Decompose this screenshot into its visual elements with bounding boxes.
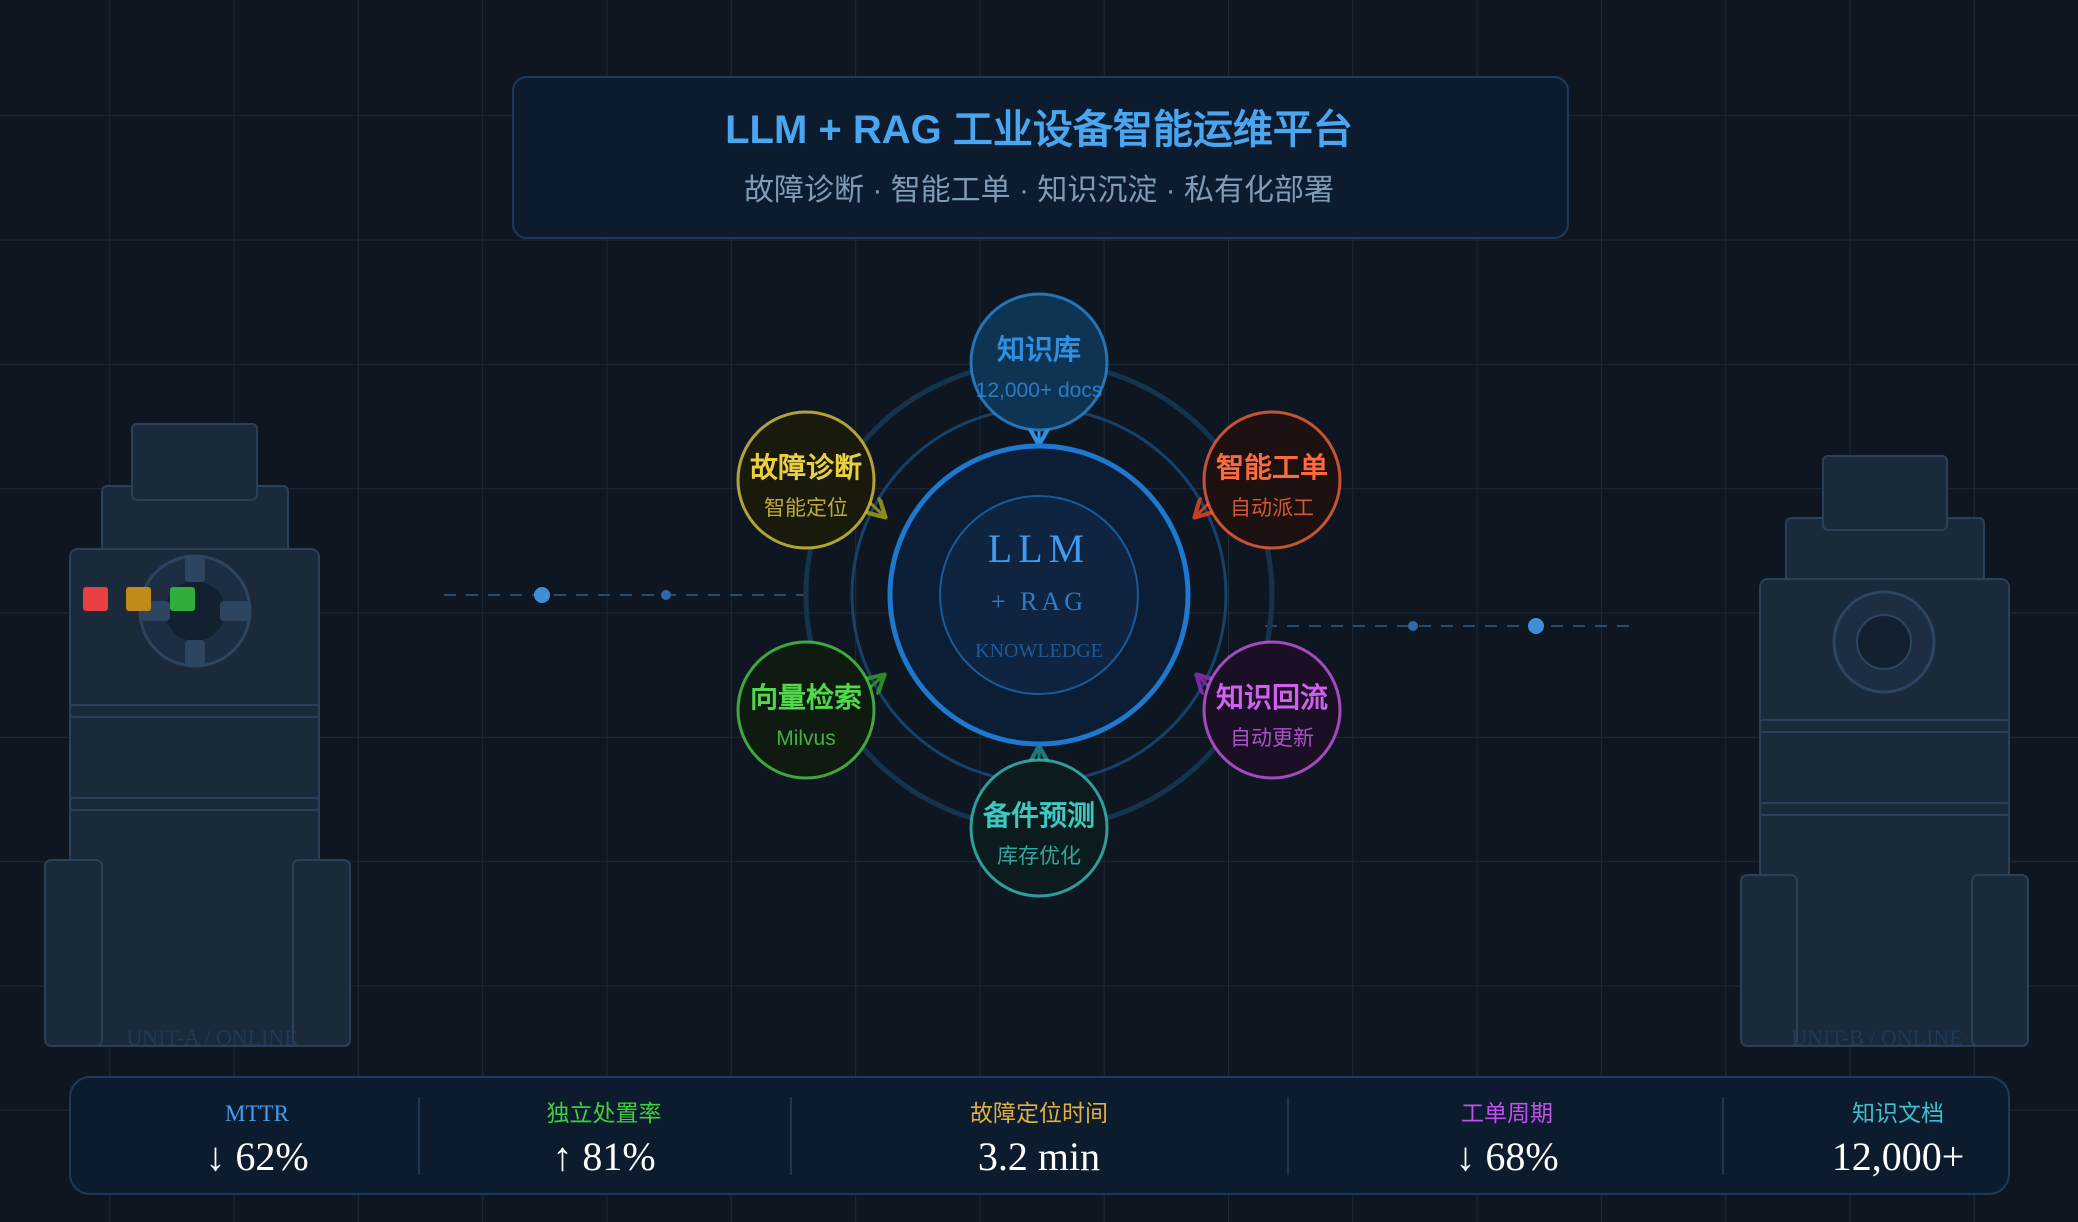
unit-b-label: UNIT-B / ONLINE xyxy=(1791,1025,1963,1050)
node-circle xyxy=(736,640,876,780)
node-title: 向量检索 xyxy=(750,681,862,713)
metric-label: MTTR xyxy=(225,1101,290,1126)
node-circle xyxy=(969,758,1109,898)
status-light-red xyxy=(83,587,108,611)
node-vector-search[interactable]: 向量检索 Milvus xyxy=(736,640,876,780)
node-subtitle: 自动派工 xyxy=(1230,497,1314,520)
metric-item: 故障定位时间 3.2 min xyxy=(970,1101,1108,1179)
node-subtitle: 12,000+ docs xyxy=(976,379,1103,402)
metric-item: 知识文档 12,000+ xyxy=(1832,1101,1965,1179)
data-flow-right xyxy=(1265,618,1636,634)
metric-value: ↑ 81% xyxy=(552,1134,655,1179)
core-caption: KNOWLEDGE xyxy=(975,640,1103,662)
node-circle xyxy=(1202,640,1342,780)
machine-unit-a: UNIT-A / ONLINE xyxy=(44,423,351,1050)
metric-label: 知识文档 xyxy=(1852,1101,1944,1126)
metric-label: 故障定位时间 xyxy=(970,1101,1108,1126)
metric-item: 独立处置率 ↑ 81% xyxy=(547,1101,662,1179)
node-title: 故障诊断 xyxy=(750,451,862,483)
node-circle xyxy=(1202,410,1342,550)
node-subtitle: 智能定位 xyxy=(764,497,848,520)
node-title: 知识回流 xyxy=(1216,681,1328,713)
data-flow-left xyxy=(444,587,815,603)
data-packet xyxy=(1528,618,1544,634)
machine-unit-b: UNIT-B / ONLINE xyxy=(1740,455,2029,1050)
core-llm-rag: LLM + RAG KNOWLEDGE xyxy=(887,443,1191,747)
status-light-amber xyxy=(126,587,151,611)
metric-item: MTTR ↓ 62% xyxy=(205,1101,308,1179)
page-subtitle: 故障诊断 · 智能工单 · 知识沉淀 · 私有化部署 xyxy=(744,174,1334,207)
data-packet xyxy=(1408,621,1418,631)
metric-item: 工单周期 ↓ 68% xyxy=(1455,1101,1558,1179)
metric-value: ↓ 68% xyxy=(1455,1134,1558,1179)
metric-value: ↓ 62% xyxy=(205,1134,308,1179)
node-knowledge-base[interactable]: 知识库 12,000+ docs xyxy=(969,292,1109,432)
page-title: LLM + RAG 工业设备智能运维平台 xyxy=(725,108,1353,152)
header-panel: LLM + RAG 工业设备智能运维平台 故障诊断 · 智能工单 · 知识沉淀 … xyxy=(512,76,1569,239)
node-subtitle: 自动更新 xyxy=(1230,727,1314,750)
node-circle xyxy=(969,292,1109,432)
unit-a-label: UNIT-A / ONLINE xyxy=(126,1025,298,1050)
status-light-green xyxy=(170,587,195,611)
core-subtitle: + RAG xyxy=(991,587,1087,616)
metric-value: 12,000+ xyxy=(1832,1134,1965,1179)
metric-label: 工单周期 xyxy=(1461,1101,1553,1126)
node-subtitle: 库存优化 xyxy=(997,845,1081,868)
node-subtitle: Milvus xyxy=(776,727,836,750)
node-title: 备件预测 xyxy=(982,800,1095,831)
metric-label: 独立处置率 xyxy=(547,1101,662,1126)
node-title: 智能工单 xyxy=(1216,452,1328,483)
core-title: LLM xyxy=(988,526,1090,571)
node-title: 知识库 xyxy=(997,333,1081,365)
data-packet xyxy=(661,590,671,600)
node-circle xyxy=(736,410,876,550)
metric-value: 3.2 min xyxy=(978,1134,1100,1179)
metrics-bar: MTTR ↓ 62% 独立处置率 ↑ 81% 故障定位时间 3.2 min 工单周期 ↓ 68… xyxy=(69,1076,2010,1195)
data-packet xyxy=(534,587,550,603)
